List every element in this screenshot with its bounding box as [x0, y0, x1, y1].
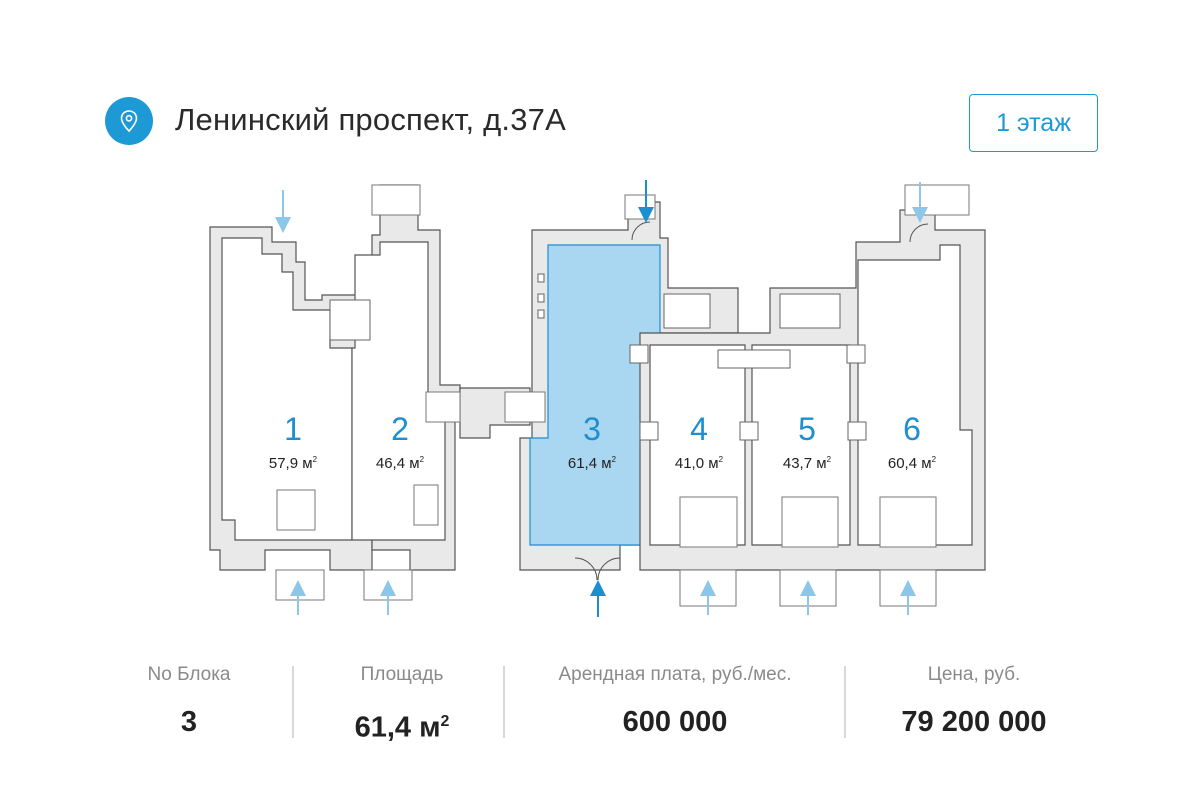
unit-area: 41,0 м2 — [674, 455, 724, 472]
floor-plan-drawing — [209, 180, 986, 617]
unit-number: 5 — [798, 411, 816, 447]
unit-5-label[interactable]: 5 43,7 м2 — [783, 412, 831, 474]
divider — [503, 666, 505, 738]
divider — [844, 666, 846, 738]
rent-label: Арендная плата, руб./мес. — [558, 664, 792, 685]
map-pin-icon — [105, 97, 153, 145]
unit-area: 43,7 м2 — [782, 455, 832, 472]
price-value: 79 200 000 — [901, 706, 1047, 738]
header: Ленинский проспект, д.37А 1 этаж — [0, 0, 1200, 180]
unit-number: 1 — [284, 411, 302, 447]
area-value: 61,4 м2 — [354, 711, 450, 744]
block-number-label: No Блока — [147, 664, 231, 685]
rent-column: Арендная плата, руб./мес. 600 000 — [558, 660, 791, 780]
address-title: Ленинский проспект, д.37А — [175, 102, 567, 137]
floor-selector-button[interactable]: 1 этаж — [969, 94, 1098, 152]
unit-3-label[interactable]: 3 61,4 м2 — [568, 412, 616, 474]
unit-2-label[interactable]: 2 46,4 м2 — [376, 412, 424, 474]
divider — [292, 666, 294, 738]
rent-value: 600 000 — [622, 706, 728, 738]
unit-1-label[interactable]: 1 57,9 м2 — [269, 412, 317, 474]
block-number-value: 3 — [180, 706, 198, 738]
unit-6-label[interactable]: 6 60,4 м2 — [888, 412, 936, 474]
unit-area: 61,4 м2 — [567, 455, 617, 472]
unit-number: 3 — [583, 411, 601, 447]
unit-number: 6 — [903, 411, 921, 447]
floor-plan: 1 57,9 м2 2 46,4 м2 3 61,4 м2 4 41,0 м2 … — [0, 170, 1200, 630]
price-column: Цена, руб. 79 200 000 — [901, 660, 1046, 780]
unit-area: 60,4 м2 — [887, 455, 937, 472]
unit-4-label[interactable]: 4 41,0 м2 — [675, 412, 723, 474]
unit-area: 57,9 м2 — [268, 455, 318, 472]
unit-info-panel: No Блока 3 Площадь 61,4 м2 Арендная плат… — [0, 660, 1200, 780]
area-label: Площадь — [360, 664, 444, 685]
block-number-column: No Блока 3 — [148, 660, 231, 780]
unit-number: 2 — [391, 411, 409, 447]
price-label: Цена, руб. — [927, 664, 1021, 685]
unit-area: 46,4 м2 — [375, 455, 425, 472]
area-column: Площадь 61,4 м2 — [355, 660, 450, 780]
unit-number: 4 — [690, 411, 708, 447]
